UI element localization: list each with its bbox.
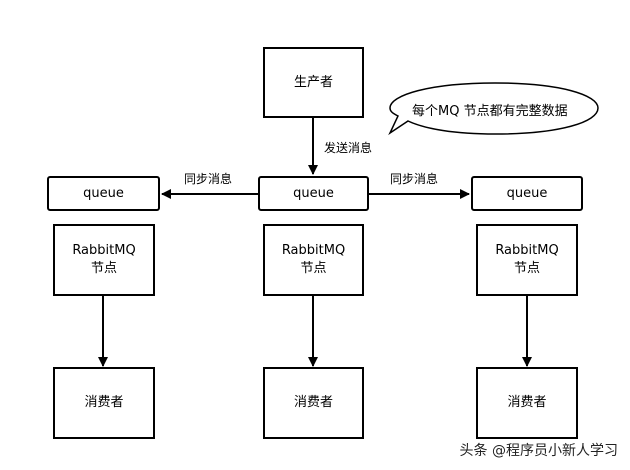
speech-bubble-text: 每个MQ 节点都有完整数据 bbox=[412, 104, 568, 119]
sync-message-label-right: 同步消息 bbox=[390, 172, 439, 186]
consumer-label: 消费者 bbox=[84, 395, 124, 410]
queue-label: queue bbox=[293, 185, 334, 201]
rabbitmq-node-center: RabbitMQ 节点 bbox=[263, 224, 364, 296]
queue-left: queue bbox=[47, 176, 160, 211]
queue-label: queue bbox=[83, 185, 124, 201]
node-label-line1: RabbitMQ bbox=[281, 243, 346, 258]
producer-label: 生产者 bbox=[293, 74, 333, 90]
consumer-label: 消费者 bbox=[507, 395, 547, 410]
consumer-left: 消费者 bbox=[53, 367, 155, 439]
queue-center: queue bbox=[258, 176, 369, 211]
rabbitmq-node-left: RabbitMQ 节点 bbox=[53, 224, 155, 296]
send-message-label: 发送消息 bbox=[324, 141, 373, 155]
watermark-text: 头条 @程序员小新人学习 bbox=[459, 443, 618, 459]
node-label-line1: RabbitMQ bbox=[72, 243, 136, 258]
producer-box: 生产者 bbox=[263, 47, 364, 118]
node-label-line1: RabbitMQ bbox=[495, 243, 559, 258]
consumer-label: 消费者 bbox=[293, 395, 333, 410]
queue-label: queue bbox=[506, 185, 548, 201]
speech-bubble-shape bbox=[388, 82, 599, 136]
sync-message-label-left: 同步消息 bbox=[184, 172, 233, 186]
consumer-right: 消费者 bbox=[476, 367, 578, 439]
node-label-line2: 节点 bbox=[300, 261, 327, 276]
rabbitmq-node-right: RabbitMQ 节点 bbox=[476, 224, 578, 296]
consumer-center: 消费者 bbox=[263, 367, 364, 439]
node-label-line2: 节点 bbox=[513, 261, 540, 276]
node-label-line2: 节点 bbox=[90, 261, 117, 276]
queue-right: queue bbox=[471, 176, 583, 211]
